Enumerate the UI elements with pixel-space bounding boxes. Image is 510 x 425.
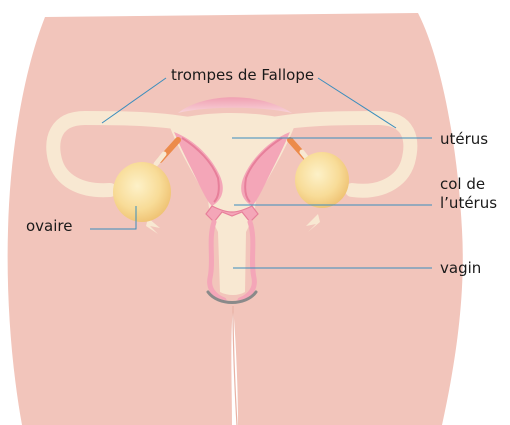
right-ovary <box>295 152 349 208</box>
left-ovary <box>113 162 171 222</box>
leader-trompes-right <box>317 77 397 129</box>
uterus-right-wall <box>241 132 290 206</box>
leg-divider <box>232 305 238 425</box>
label-cervix-line2: l’utérus <box>440 194 498 212</box>
uterus-cavity-right <box>244 137 283 203</box>
cervix <box>205 205 259 223</box>
left-tube-tip <box>153 151 167 167</box>
label-uterus: utérus <box>440 130 489 148</box>
label-ovary: ovaire <box>26 217 73 235</box>
leader-trompes-left <box>101 77 167 124</box>
left-fimbriae <box>146 218 160 234</box>
vagina-right-wall <box>237 219 257 303</box>
vagina-left-wall <box>207 219 227 303</box>
label-cervix-line1: col de <box>440 175 486 193</box>
uterus-left-wall <box>174 132 223 206</box>
uterus-cavity-left <box>181 137 220 203</box>
left-tube-loop <box>46 110 207 198</box>
right-tube-loop <box>255 110 418 198</box>
label-fallopian-tubes: trompes de Fallope <box>171 66 315 84</box>
label-vagina: vagin <box>440 259 482 277</box>
leader-ovaire <box>90 206 137 230</box>
uterus-fundus <box>178 97 292 113</box>
right-fimbriae <box>306 214 320 232</box>
vulva-arc <box>206 290 258 304</box>
